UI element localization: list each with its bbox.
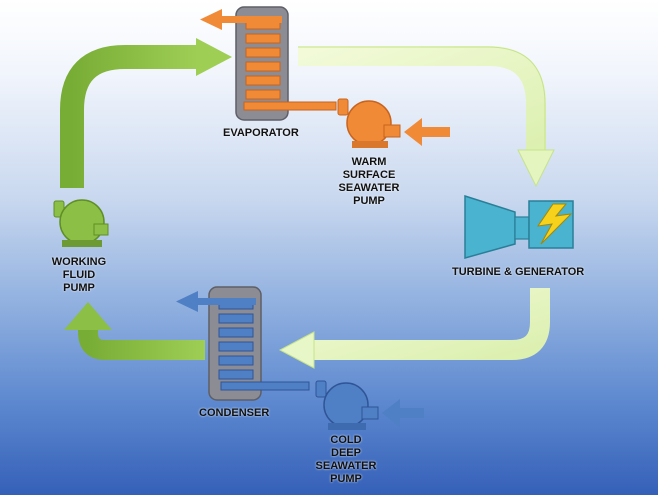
condenser-label: CONDENSER bbox=[199, 407, 270, 419]
vapor-arrow-to-turbine bbox=[298, 46, 555, 188]
lightning-icon bbox=[536, 203, 573, 245]
cold-seawater-pump bbox=[315, 380, 424, 430]
vapor-arrow-to-condenser bbox=[278, 288, 550, 369]
evaporator bbox=[200, 6, 337, 121]
evaporator-label: EVAPORATOR bbox=[223, 127, 299, 139]
working-fluid-arrow-to-evaporator bbox=[60, 38, 232, 188]
condenser bbox=[176, 286, 310, 401]
cold-seawater-pump-label: COLD DEEP SEAWATER PUMP bbox=[315, 434, 377, 485]
warm-seawater-pump-label: WARM SURFACE SEAWATER PUMP bbox=[338, 156, 400, 207]
turbine-generator-label: TURBINE & GENERATOR bbox=[452, 266, 585, 278]
working-fluid-pump-label: WORKING FLUID PUMP bbox=[51, 256, 107, 294]
working-fluid-arrow-to-pump bbox=[64, 302, 205, 360]
turbine-generator bbox=[464, 194, 574, 259]
working-fluid-pump bbox=[53, 199, 109, 247]
warm-seawater-pump bbox=[337, 98, 450, 148]
